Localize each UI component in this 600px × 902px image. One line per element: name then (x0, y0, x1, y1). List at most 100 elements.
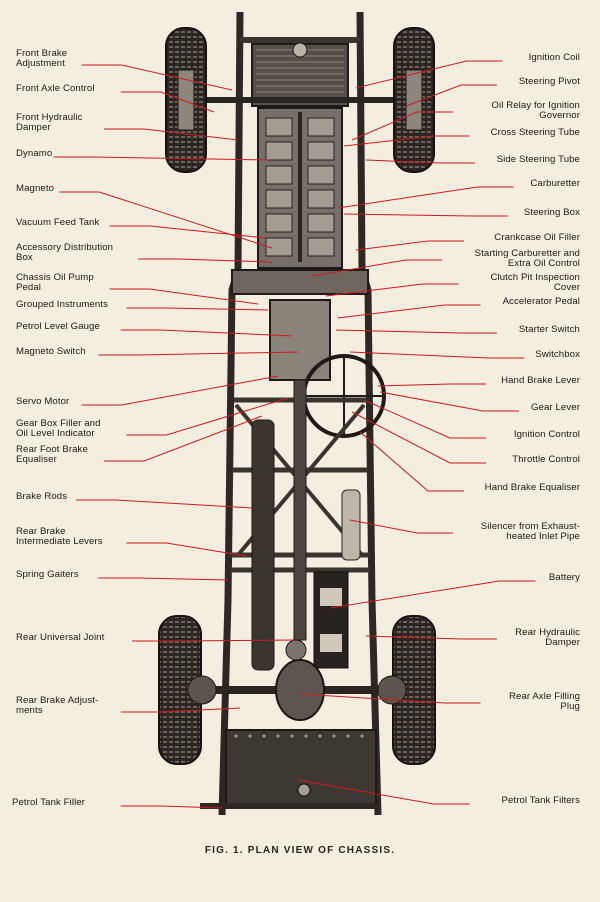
label-rear-hydraulic-damper: Rear Hydraulic Damper (515, 627, 580, 648)
leader-rear-universal-joint (132, 639, 295, 642)
leader-front-axle-control (120, 91, 215, 113)
leader-magneto (59, 191, 273, 249)
leader-rear-brake-intermediate-levers (126, 542, 247, 557)
leader-hand-brake-equaliser (359, 431, 464, 492)
label-petrol-level-gauge: Petrol Level Gauge (16, 321, 100, 332)
leader-starter-switch (335, 329, 497, 334)
leader-front-brake-adjustment (81, 64, 233, 91)
figure-caption: FIG. 1. PLAN VIEW OF CHASSIS. (204, 845, 396, 856)
label-silencer-from-exhaust-heated-inlet-pipe: Silencer from Exhaust- heated Inlet Pipe (480, 521, 580, 542)
label-accelerator-pedal: Accelerator Pedal (502, 296, 580, 307)
leader-petrol-level-gauge (120, 329, 293, 337)
label-gear-lever: Gear Lever (531, 402, 580, 413)
label-side-steering-tube: Side Steering Tube (496, 154, 580, 165)
leader-carburetter (337, 186, 514, 209)
leader-oil-relay-for-ignition-governor (351, 111, 453, 141)
leader-hand-brake-lever (377, 383, 486, 387)
leader-spring-gaiters (98, 577, 229, 581)
leader-switchbox (349, 351, 525, 359)
label-steering-box: Steering Box (523, 207, 580, 218)
label-rear-brake-adjust-ments: Rear Brake Adjust- ments (16, 695, 99, 716)
label-cross-steering-tube: Cross Steering Tube (490, 127, 580, 138)
brake-servo-cylinder (251, 419, 275, 671)
label-spring-gaiters: Spring Gaiters (16, 569, 79, 580)
label-hand-brake-lever: Hand Brake Lever (501, 375, 580, 386)
label-ignition-coil: Ignition Coil (528, 52, 580, 63)
leader-steering-box (343, 213, 508, 217)
leader-front-hydraulic-damper (104, 128, 239, 141)
label-brake-rods: Brake Rods (16, 491, 68, 502)
label-gear-box-filler-and-oil-level-indicator: Gear Box Filler and Oil Level Indicator (16, 418, 101, 439)
universal-joint (285, 639, 307, 661)
leader-vacuum-feed-tank (109, 225, 267, 239)
label-throttle-control: Throttle Control (512, 454, 580, 465)
label-rear-foot-brake-equaliser: Rear Foot Brake Equaliser (16, 444, 88, 465)
label-rear-brake-intermediate-levers: Rear Brake Intermediate Levers (16, 526, 103, 547)
leader-side-steering-tube (365, 159, 475, 164)
propeller-shaft (293, 379, 307, 641)
label-rear-universal-joint: Rear Universal Joint (16, 632, 105, 643)
label-grouped-instruments: Grouped Instruments (16, 299, 109, 310)
leader-accelerator-pedal (337, 304, 481, 319)
bulkhead (231, 269, 369, 295)
label-dynamo: Dynamo (16, 148, 53, 159)
leader-rear-brake-adjust-ments (120, 707, 241, 713)
leader-petrol-tank-filters (297, 779, 470, 805)
label-starter-switch: Starter Switch (518, 324, 580, 335)
label-carburetter: Carburetter (530, 178, 580, 189)
brake-drum (377, 675, 407, 705)
leader-magneto-switch (98, 351, 299, 356)
label-front-axle-control: Front Axle Control (16, 83, 95, 94)
leader-starting-carburetter-and-extra-oil-control (311, 259, 442, 277)
label-front-hydraulic-damper: Front Hydraulic Damper (16, 112, 83, 133)
leader-rear-axle-filling-plug (299, 693, 481, 704)
silencer (341, 489, 361, 561)
leader-gear-box-filler-and-oil-level-indicator (126, 397, 289, 436)
label-accessory-distribution-box: Accessory Distribution Box (16, 242, 114, 263)
leader-rear-hydraulic-damper (365, 635, 497, 640)
leader-cross-steering-tube (343, 135, 470, 147)
gearbox (269, 299, 331, 381)
leader-dynamo (53, 156, 269, 161)
label-front-brake-adjustment: Front Brake Adjustment (16, 48, 68, 69)
label-chassis-oil-pump-pedal: Chassis Oil Pump Pedal (16, 272, 94, 293)
battery (313, 571, 349, 669)
leader-battery (329, 580, 536, 609)
label-crankcase-oil-filler: Crankcase Oil Filler (494, 232, 580, 243)
leader-brake-rods (76, 499, 253, 509)
tank-filter-cap (297, 783, 311, 797)
leader-silencer-from-exhaust-heated-inlet-pipe (349, 519, 453, 534)
label-vacuum-feed-tank: Vacuum Feed Tank (16, 217, 100, 228)
label-petrol-tank-filler: Petrol Tank Filler (12, 797, 86, 808)
label-petrol-tank-filters: Petrol Tank Filters (501, 795, 580, 806)
label-oil-relay-for-ignition-governor: Oil Relay for Ignition Governor (491, 100, 580, 121)
brake-drum (187, 675, 217, 705)
leader-crankcase-oil-filler (355, 240, 464, 251)
leader-servo-motor (81, 375, 279, 406)
leader-chassis-oil-pump-pedal (109, 288, 259, 305)
label-rear-axle-filling-plug: Rear Axle Filling Plug (508, 691, 580, 712)
leader-gear-lever (379, 391, 519, 412)
leader-ignition-coil (355, 60, 503, 89)
leader-accessory-distribution-box (138, 258, 273, 263)
leader-grouped-instruments (126, 307, 269, 311)
leader-petrol-tank-filler (120, 805, 223, 809)
label-battery: Battery (548, 572, 580, 583)
leader-throttle-control (351, 411, 486, 464)
leader-clutch-pit-inspection-cover (325, 283, 459, 297)
label-hand-brake-equaliser: Hand Brake Equaliser (484, 482, 580, 493)
label-switchbox: Switchbox (535, 349, 580, 360)
leader-steering-pivot (405, 84, 497, 107)
label-servo-motor: Servo Motor (16, 396, 70, 407)
label-ignition-control: Ignition Control (513, 429, 580, 440)
label-starting-carburetter-and-extra-oil-control: Starting Carburetter and Extra Oil Contr… (474, 248, 580, 269)
radiator-cap (292, 42, 308, 58)
label-magneto: Magneto (16, 183, 55, 194)
leader-rear-foot-brake-equaliser (104, 415, 263, 462)
label-clutch-pit-inspection-cover: Clutch Pit Inspection Cover (490, 272, 580, 293)
label-steering-pivot: Steering Pivot (518, 76, 580, 87)
leader-ignition-control (363, 399, 486, 439)
label-magneto-switch: Magneto Switch (16, 346, 86, 357)
